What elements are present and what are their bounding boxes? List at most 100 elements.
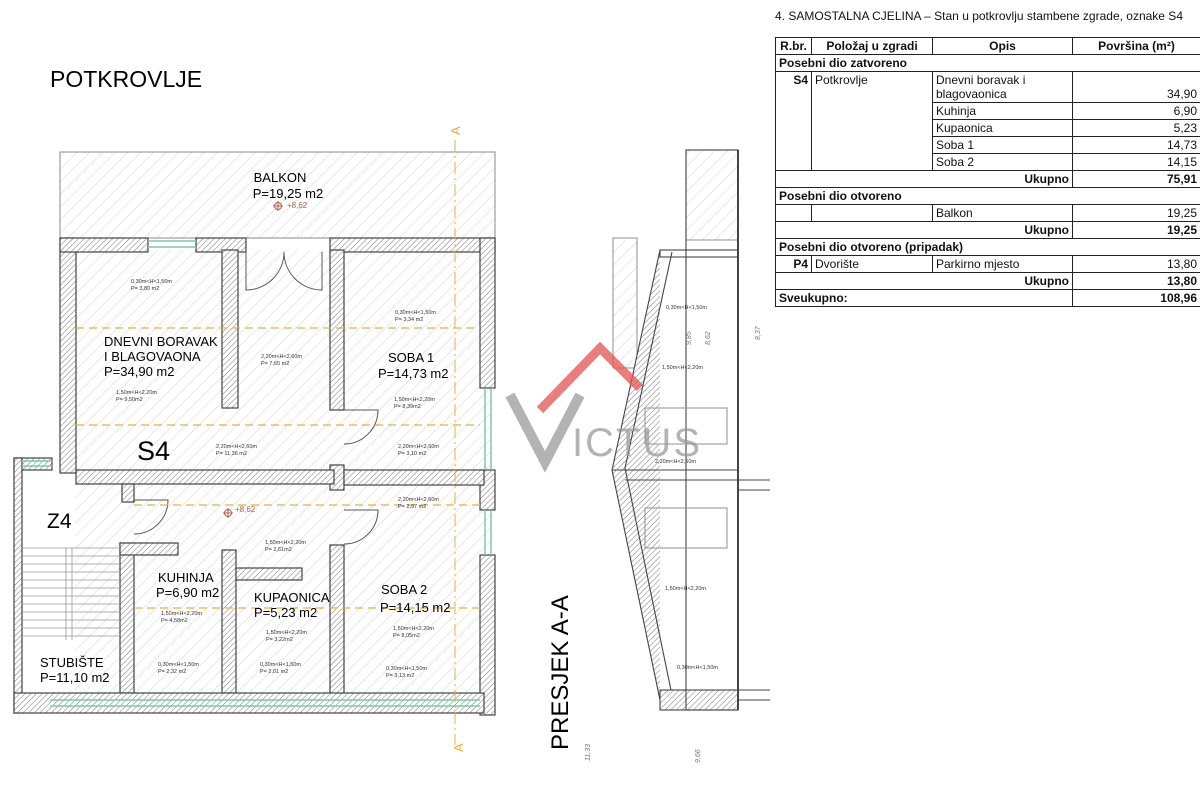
section-marker-bottom: A — [451, 743, 466, 752]
svg-text:2,20m<H<2,60m: 2,20m<H<2,60m — [261, 354, 302, 360]
svg-text:2,20m<H<2,60m: 2,20m<H<2,60m — [398, 444, 439, 450]
section-notes: 0,30m<H<1,50m 1,50m<H<2,20m 2,20m<H<2,60… — [655, 305, 718, 671]
col-rb: R.br. — [775, 37, 812, 55]
svg-text:P= 3,80 m2: P= 3,80 m2 — [131, 286, 159, 292]
col-polozaj: Položaj u zgradi — [811, 37, 933, 55]
balcony-name: BALKON — [254, 170, 307, 185]
svg-text:P= 11,36 m2: P= 11,36 m2 — [216, 451, 247, 457]
section-closed: Posebni dio zatvoreno — [775, 54, 1200, 72]
svg-text:P= 3,22m2: P= 3,22m2 — [266, 637, 293, 643]
total-row: Ukupno 75,91 — [775, 170, 1200, 188]
bath-name: KUPAONICA — [254, 590, 330, 605]
col-povrsina: Površina (m²) — [1072, 37, 1200, 55]
svg-text:0,30m<H<1,50m: 0,30m<H<1,50m — [677, 665, 718, 671]
table-row: Balkon 19,25 — [775, 204, 1200, 222]
balcony-area — [59, 151, 496, 239]
level-mark: +8,62 — [287, 201, 308, 210]
windows — [22, 240, 492, 707]
kitchen-name: KUHINJA — [158, 570, 214, 585]
section-levels: 9,85 8,62 8,37 11,33 9,66 — [585, 325, 762, 763]
stairs-area: P=11,10 m2 — [40, 670, 110, 685]
svg-text:P= 2,32 m2: P= 2,32 m2 — [158, 669, 186, 675]
closed-pos: Potkrovlje — [811, 71, 933, 171]
svg-text:1,50m<H<2,20m: 1,50m<H<2,20m — [394, 397, 435, 403]
room1-name: SOBA 1 — [388, 350, 434, 365]
svg-text:1,50m<H<2,20m: 1,50m<H<2,20m — [393, 626, 434, 632]
svg-text:P= 3,34 m2: P= 3,34 m2 — [395, 317, 423, 323]
section-marker-top: A — [448, 126, 463, 135]
col-opis: Opis — [932, 37, 1073, 55]
svg-text:0,30m<H<1,50m: 0,30m<H<1,50m — [666, 305, 707, 311]
svg-text:P= 8,39m2: P= 8,39m2 — [394, 404, 421, 410]
svg-text:2,20m<H<2,60m: 2,20m<H<2,60m — [216, 444, 257, 450]
svg-text:P= 3,10 m2: P= 3,10 m2 — [398, 451, 426, 457]
closed-rb: S4 — [775, 71, 812, 171]
level-mark-icon — [273, 201, 283, 211]
level-title: POTKROVLJE — [50, 66, 202, 92]
svg-text:1,50m<H<2,20m: 1,50m<H<2,20m — [265, 540, 306, 546]
table-row: P4 Dvorište Parkirno mjesto 13,80 — [775, 255, 1200, 273]
section-open-appurtenance: Posebni dio otvoreno (pripadak) — [775, 238, 1200, 256]
svg-text:P= 2,97 m2: P= 2,97 m2 — [398, 504, 426, 510]
total-row: Ukupno 13,80 — [775, 272, 1200, 290]
svg-text:8,62: 8,62 — [705, 331, 712, 345]
svg-text:P= 2,61m2: P= 2,61m2 — [265, 547, 292, 553]
svg-text:0,30m<H<1,50m: 0,30m<H<1,50m — [260, 662, 301, 668]
svg-text:P= 8,05m2: P= 8,05m2 — [393, 633, 420, 639]
spec-title: 4. SAMOSTALNA CJELINA – Stan u potkrovlj… — [775, 9, 1183, 23]
svg-text:P= 3,13 m2: P= 3,13 m2 — [386, 673, 414, 679]
svg-text:9,66: 9,66 — [695, 749, 702, 763]
section-label: PRESJEK A-A — [547, 595, 574, 750]
kitchen-area: P=6,90 m2 — [156, 585, 219, 600]
stairs-name: STUBIŠTE — [40, 655, 104, 670]
svg-text:ICTUS: ICTUS — [572, 421, 702, 465]
section-open: Posebni dio otvoreno — [775, 187, 1200, 205]
svg-text:2,20m<H<2,60m: 2,20m<H<2,60m — [655, 459, 696, 465]
unit-label: S4 — [137, 436, 170, 466]
svg-text:P= 9,50m2: P= 9,50m2 — [116, 397, 143, 403]
svg-text:1,50m<H<2,20m: 1,50m<H<2,20m — [665, 586, 706, 592]
svg-text:P= 4,58m2: P= 4,58m2 — [161, 618, 188, 624]
bath-area: P=5,23 m2 — [254, 605, 317, 620]
room1-area: P=14,73 m2 — [378, 366, 448, 381]
victus-logo: ICTUS — [505, 341, 702, 473]
total-row: Ukupno 19,25 — [775, 221, 1200, 239]
walls — [13, 237, 496, 716]
floor-plan-drawing: POTKROVLJE BALKON P=19,25 m2 +8,62 — [13, 66, 770, 763]
level-mark: +8,62 — [235, 505, 256, 514]
table-row: S4 Potkrovlje Dnevni boravak i blagovaon… — [775, 71, 1200, 171]
svg-text:0,30m<H<1,50m: 0,30m<H<1,50m — [395, 310, 436, 316]
height-zone-lines — [76, 327, 480, 609]
stair-label: Z4 — [47, 510, 72, 533]
svg-text:2,20m<H<2,60m: 2,20m<H<2,60m — [398, 497, 439, 503]
svg-text:P= 2,01 m2: P= 2,01 m2 — [260, 669, 288, 675]
living-area: P=34,90 m2 — [104, 364, 174, 379]
balcony-door-icon — [245, 251, 323, 291]
svg-text:11,33: 11,33 — [585, 744, 592, 761]
svg-text:9,85: 9,85 — [686, 331, 693, 345]
room2-area: P=14,15 m2 — [380, 600, 450, 615]
svg-text:1,50m<H<2,20m: 1,50m<H<2,20m — [161, 611, 202, 617]
svg-text:8,37: 8,37 — [755, 325, 762, 340]
table-header-row: R.br. Položaj u zgradi Opis Površina (m²… — [775, 37, 1200, 55]
svg-text:1,50m<H<2,20m: 1,50m<H<2,20m — [266, 630, 307, 636]
staircase — [22, 547, 120, 640]
area-table: R.br. Položaj u zgradi Opis Površina (m²… — [775, 37, 1200, 307]
level-mark-icon — [223, 508, 233, 518]
room2-name: SOBA 2 — [381, 582, 427, 597]
svg-text:P= 7,65 m2: P= 7,65 m2 — [261, 361, 289, 367]
balcony-area-label: P=19,25 m2 — [253, 186, 323, 201]
room-labels: DNEVNI BORAVAK I BLAGOVAONA P=34,90 m2 S… — [40, 334, 450, 685]
grand-total-row: Sveukupno: 108,96 — [775, 289, 1200, 307]
living-name-2: I BLAGOVAONA — [104, 349, 201, 364]
svg-text:0,30m<H<1,50m: 0,30m<H<1,50m — [158, 662, 199, 668]
living-name-1: DNEVNI BORAVAK — [104, 334, 218, 349]
svg-text:1,50m<H<2,20m: 1,50m<H<2,20m — [662, 365, 703, 371]
interior-door-icons — [133, 409, 379, 545]
svg-text:0,30m<H<1,50m: 0,30m<H<1,50m — [386, 666, 427, 672]
